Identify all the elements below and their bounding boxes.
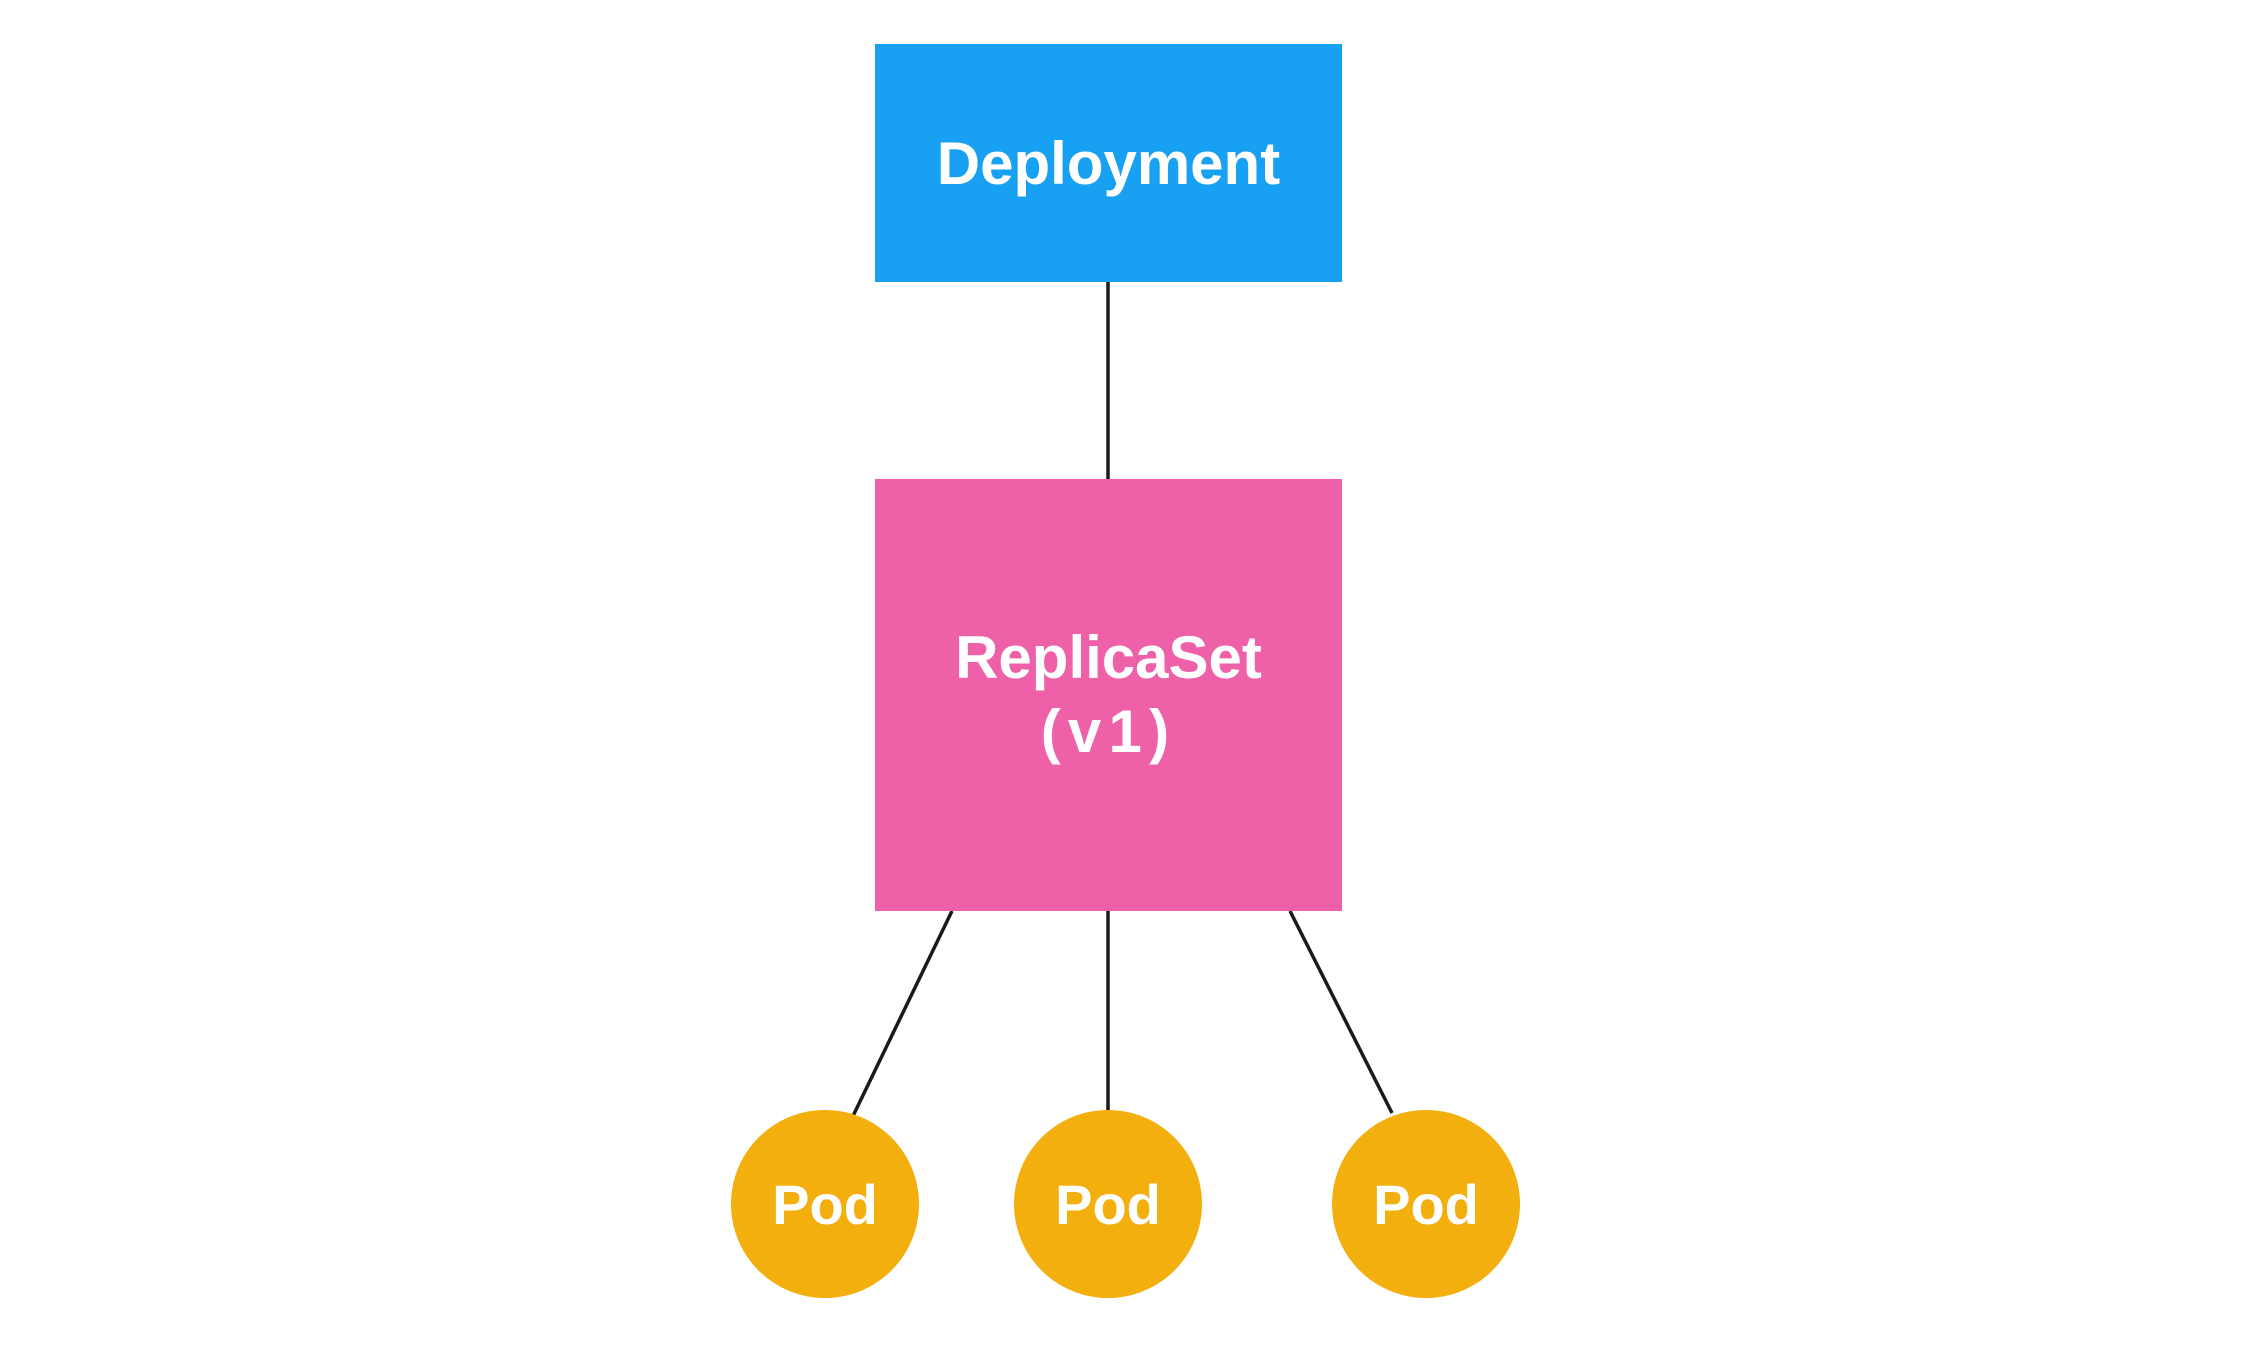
node-pod-1-label: Pod [772,1172,878,1236]
node-pod-3-label: Pod [1373,1172,1479,1236]
node-deployment-label: Deployment [936,129,1281,197]
node-replicaset: ReplicaSet (v1) [875,479,1342,911]
node-replicaset-version-label: (v1) [1040,698,1177,765]
node-pod-2-label: Pod [1055,1172,1161,1236]
node-replicaset-label: ReplicaSet [955,624,1262,691]
edge-replicaset-pod-1 [851,910,954,1117]
node-deployment: Deployment [875,44,1342,282]
edge-replicaset-pod-3 [1288,910,1394,1114]
node-pod-3: Pod [1332,1110,1520,1298]
node-pod-2: Pod [1014,1110,1202,1298]
node-pod-1: Pod [731,1110,919,1298]
